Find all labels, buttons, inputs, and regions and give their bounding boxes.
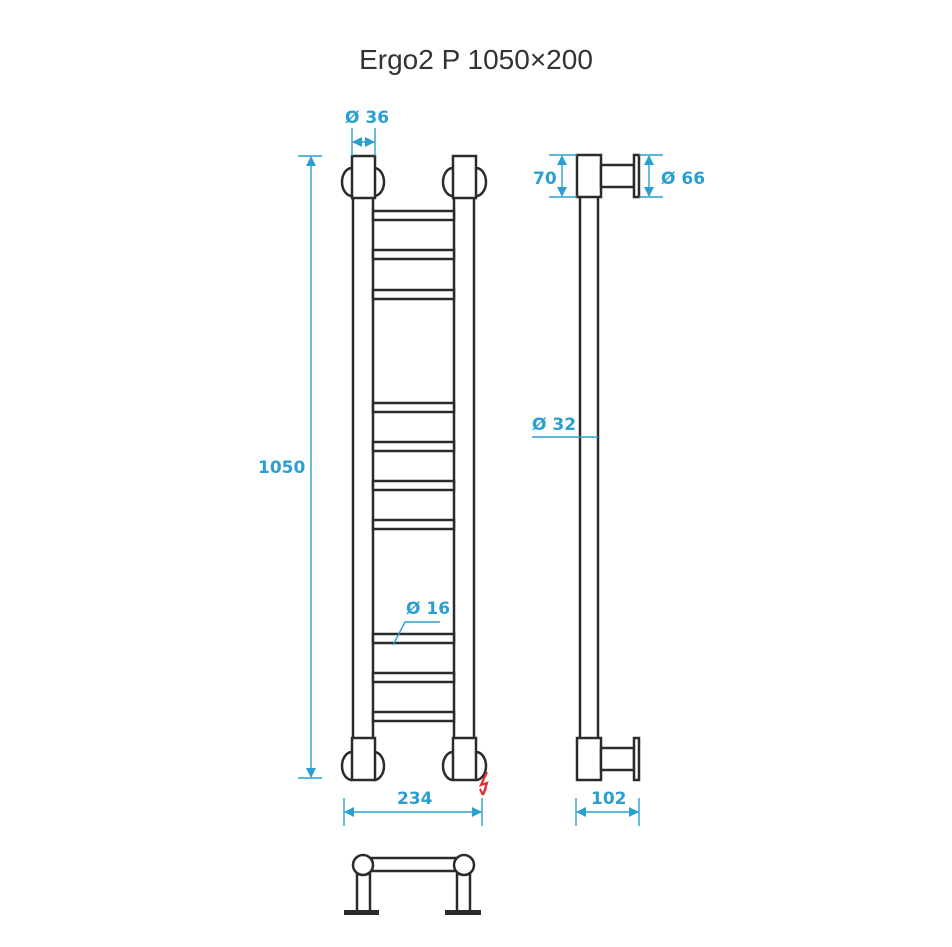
width-label: 234 xyxy=(397,789,433,809)
right-bottom-mount xyxy=(441,750,454,782)
top-view xyxy=(344,853,481,915)
left-post xyxy=(351,156,375,780)
crossbar-diameter-label: Ø 16 xyxy=(406,599,450,619)
crossbars xyxy=(371,209,456,723)
side-post-diameter-label: Ø 32 xyxy=(532,415,576,435)
right-post xyxy=(452,156,476,780)
flange-diameter-label: Ø 66 xyxy=(661,169,705,189)
bottom-flange xyxy=(632,736,641,782)
diagram-title: Ergo2 P 1050×200 xyxy=(359,44,593,75)
lightning-icon xyxy=(478,771,489,796)
right-top-mount xyxy=(441,166,454,198)
left-top-mount xyxy=(340,166,353,198)
left-bottom-mount xyxy=(340,750,353,782)
side-post xyxy=(578,193,600,742)
post-diameter-label: Ø 36 xyxy=(345,108,389,128)
side-view: 70 Ø 66 Ø 32 102 xyxy=(532,153,705,826)
bracket-height-label: 70 xyxy=(533,169,557,189)
depth-label: 102 xyxy=(591,789,627,809)
front-view: Ø 36 1050 234 Ø 16 xyxy=(258,108,489,826)
top-flange xyxy=(632,153,641,199)
height-label: 1050 xyxy=(258,458,305,478)
